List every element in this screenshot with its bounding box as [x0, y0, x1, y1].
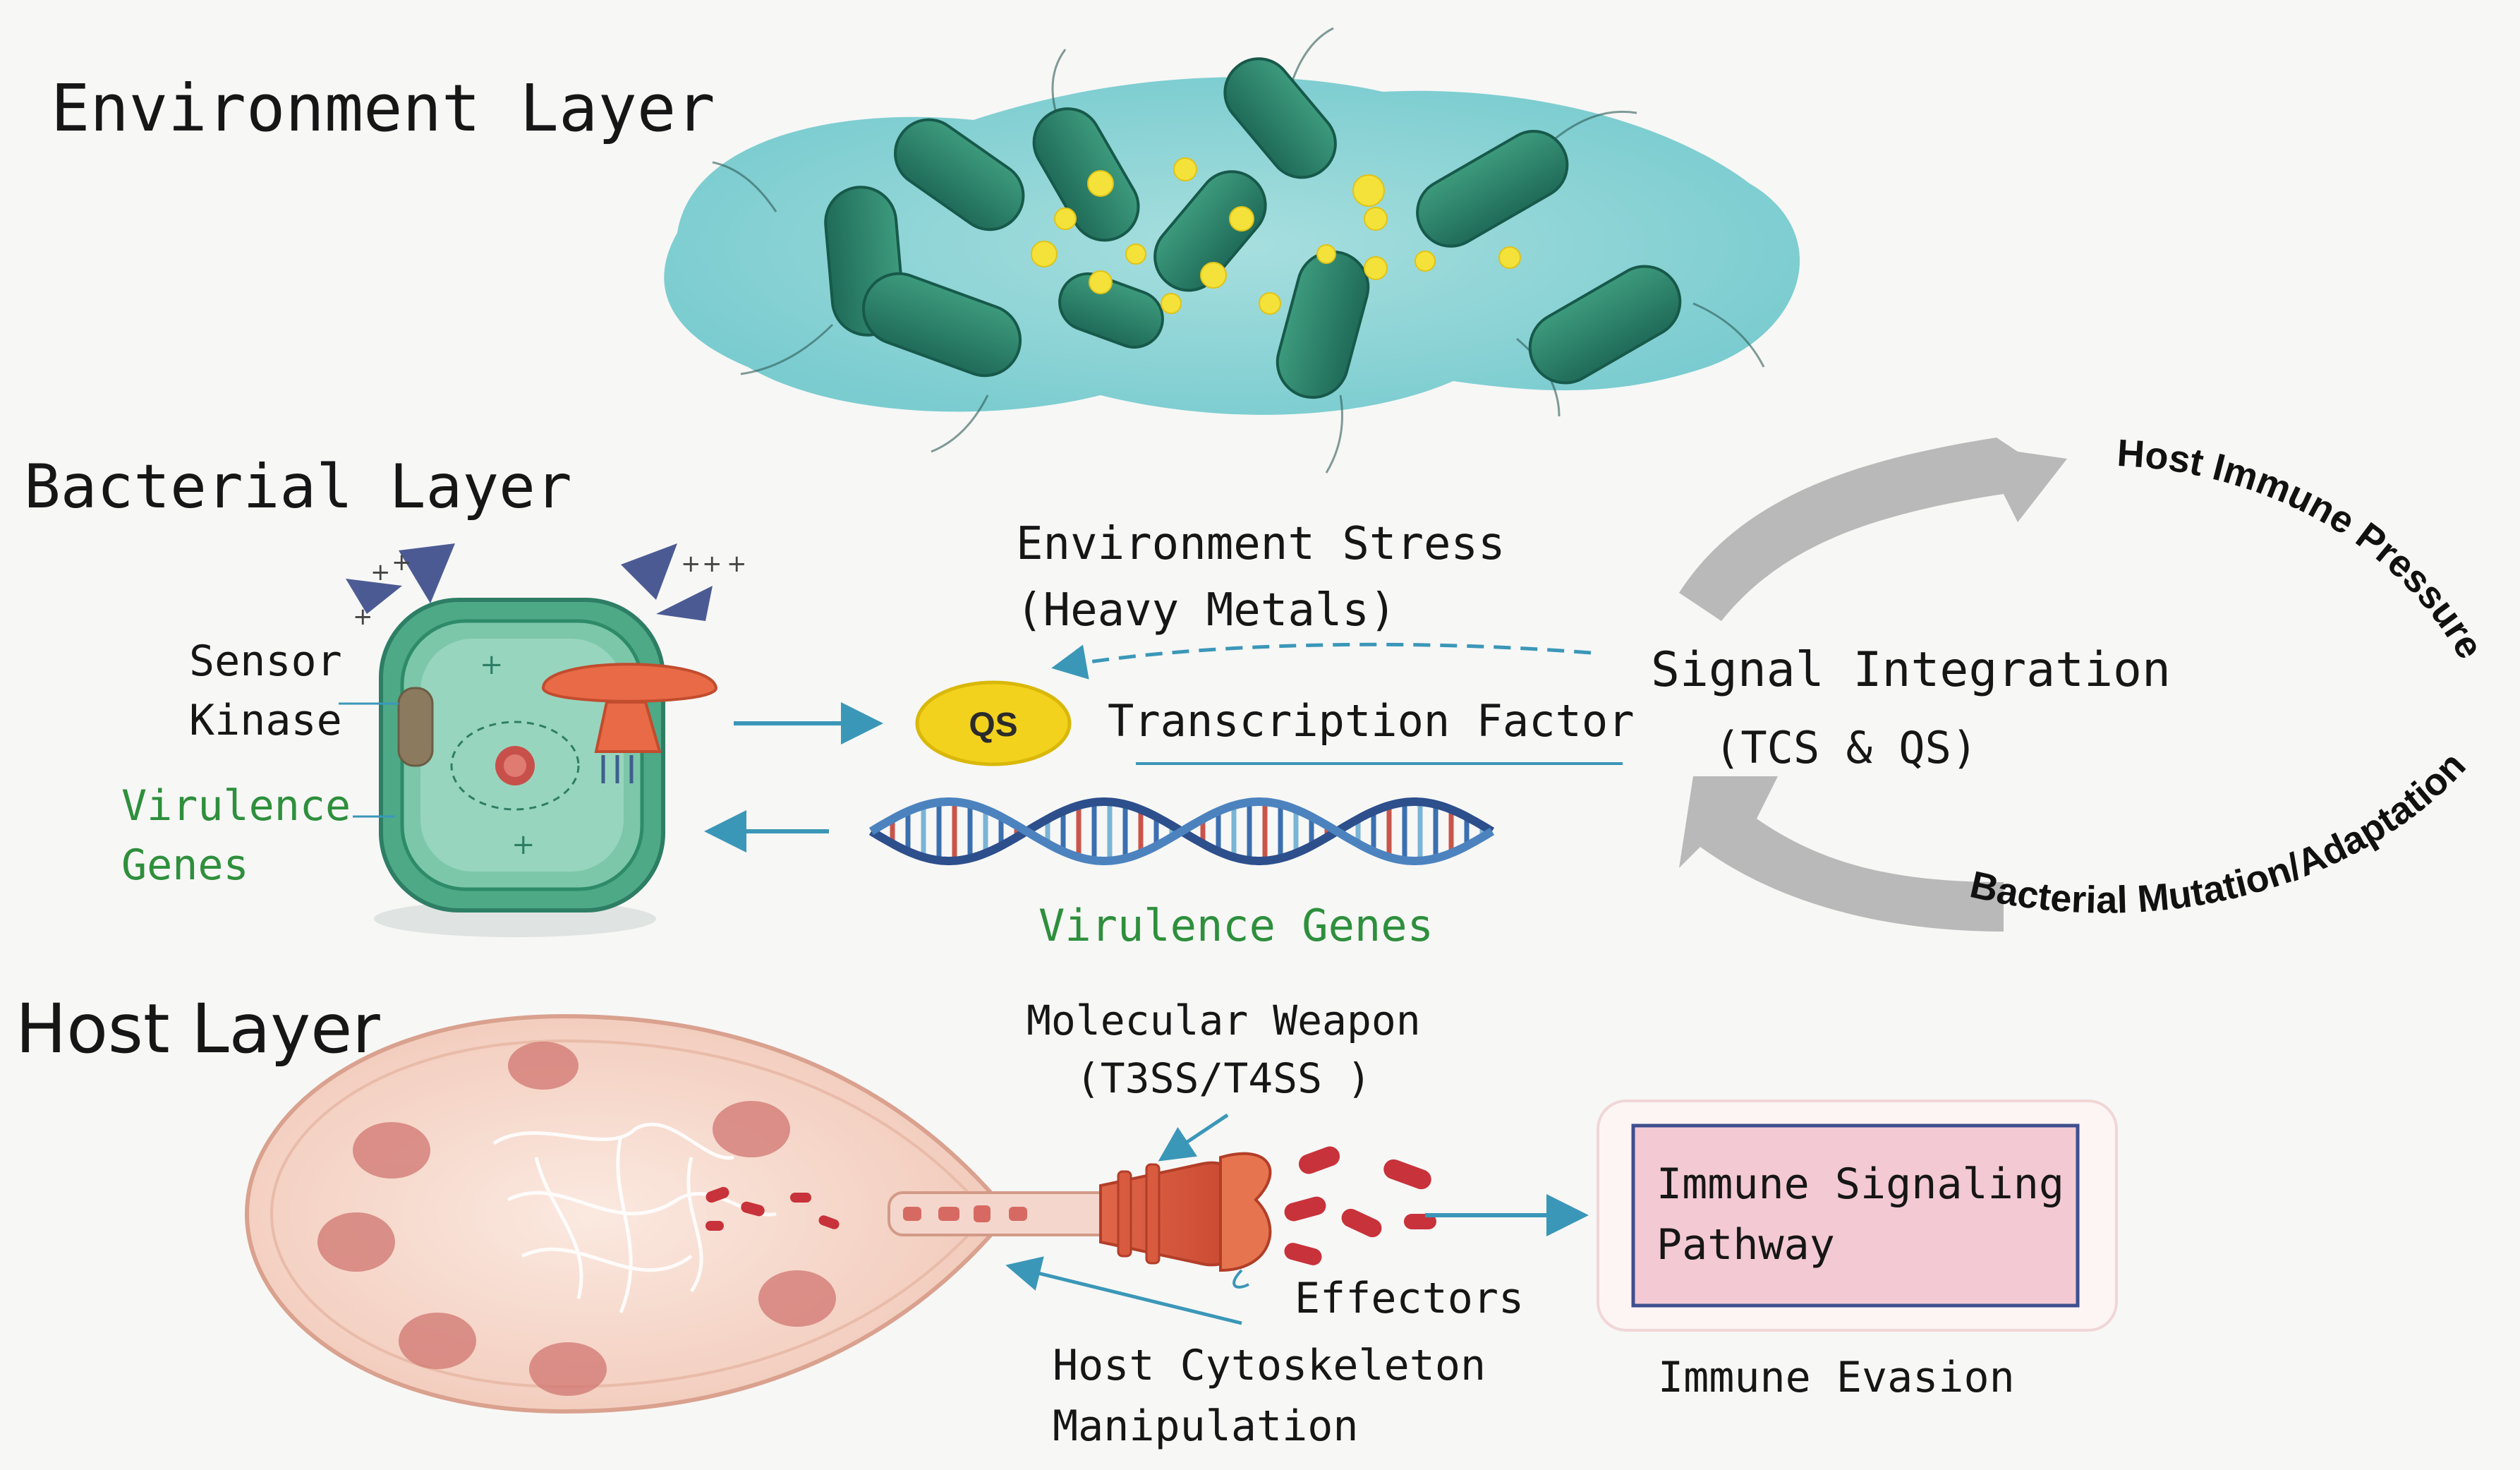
svg-text:+: + [392, 548, 412, 577]
svg-text:+: + [727, 550, 747, 578]
biofilm-illustration [664, 28, 1800, 473]
dna-strand [871, 802, 1492, 861]
immune-pathway-label: Immune Signaling Pathway [1656, 1154, 2064, 1275]
sensor-kinase-label: Sensor Kinase [189, 632, 342, 750]
bacterial-cell: + + ++ + +++ [339, 543, 747, 937]
cytoskeleton-line-2: Manipulation [1053, 1396, 1486, 1457]
host-immune-pressure-label: Host Immune Pressure [2116, 432, 2491, 666]
signal-integration-line-1: Signal Integration [1651, 632, 2171, 709]
host-cell [247, 1016, 1129, 1411]
environment-stress-line-2: (Heavy Metals) [1016, 577, 1506, 644]
molecular-weapon-line-1: Molecular Weapon [1026, 992, 1421, 1049]
arrow-cytoskeleton [1012, 1267, 1242, 1323]
effector-particles [1283, 1144, 1436, 1267]
svg-text:+: + [702, 550, 722, 578]
dna-helix [871, 802, 1492, 861]
svg-text:+: + [681, 550, 701, 578]
signal-integration-label: Signal Integration (TCS & QS) [1651, 632, 2171, 787]
environment-layer-title: Environment Layer [51, 71, 715, 146]
transcription-factor-label: Transcription Factor [1108, 695, 1635, 747]
cytoskeleton-line-1: Host Cytoskeleton [1053, 1335, 1486, 1396]
svg-text:+: + [511, 829, 535, 861]
molecular-weapon-injectisome [1101, 1154, 1270, 1287]
molecular-weapon-line-2: (T3SS/T4SS ) [1026, 1049, 1421, 1107]
immune-pathway-line-1: Immune Signaling [1656, 1154, 2064, 1215]
cell-virulence-genes-line-2: Genes [121, 836, 351, 895]
qs-badge: QS [917, 682, 1070, 764]
environment-stress-label: Environment Stress (Heavy Metals) [1016, 511, 1506, 644]
immune-pathway-line-2: Pathway [1656, 1215, 2064, 1275]
sensor-kinase-line-1: Sensor [189, 632, 342, 691]
arrow-to-injectisome [1164, 1115, 1228, 1157]
cell-virulence-genes-line-1: Virulence [121, 776, 351, 836]
svg-text:+: + [370, 558, 391, 586]
svg-text:+: + [353, 603, 373, 631]
cytoskeleton-label: Host Cytoskeleton Manipulation [1053, 1335, 1486, 1457]
arrow-stress-dashed [1058, 644, 1591, 667]
sensor-kinase-line-2: Kinase [189, 691, 342, 750]
svg-text:+: + [480, 649, 504, 681]
signal-integration-line-2: (TCS & QS) [1651, 709, 2171, 787]
virulence-genes-label: Virulence Genes [1038, 900, 1434, 951]
host-layer-title: Host Layer [16, 989, 380, 1068]
cell-virulence-genes-label: Virulence Genes [121, 776, 351, 895]
qs-badge-label: QS [969, 706, 1017, 744]
molecular-weapon-label: Molecular Weapon (T3SS/T4SS ) [1026, 992, 1421, 1107]
environment-stress-line-1: Environment Stress [1016, 511, 1506, 577]
immune-evasion-label: Immune Evasion [1658, 1353, 2015, 1402]
bacterial-layer-title: Bacterial Layer [24, 452, 572, 522]
effectors-label: Effectors [1295, 1274, 1524, 1323]
host-immune-pressure-textpath: Host Immune Pressure [2116, 432, 2491, 666]
